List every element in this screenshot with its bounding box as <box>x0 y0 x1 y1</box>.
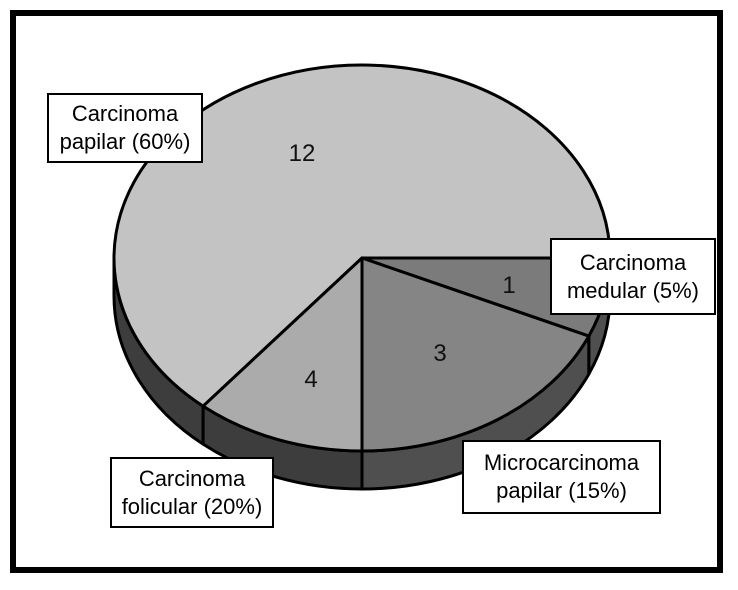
slice-count-label: 1 <box>502 272 515 299</box>
callout-line: papilar (15%) <box>496 478 627 503</box>
callout-carcinoma-folicular: Carcinoma folicular (20%) <box>110 457 274 528</box>
pie-slice-top <box>112 63 612 408</box>
callout-line: Microcarcinoma <box>483 450 640 476</box>
callout-line: medular (5%) <box>566 277 700 303</box>
callout-carcinoma-papilar: Carcinoma papilar (60%) <box>47 93 203 163</box>
slice-count-label: 12 <box>289 140 316 167</box>
callout-line: Carcinoma <box>71 101 179 127</box>
callout-microcarcinoma-papilar: Microcarcinoma papilar (15%) <box>462 440 661 514</box>
figure-frame <box>10 10 723 573</box>
pie-slice-top <box>201 256 364 453</box>
pie-slice-top <box>360 256 591 453</box>
slice-count-label: 4 <box>304 366 317 393</box>
callout-carcinoma-medular: Carcinoma medular (5%) <box>550 238 716 315</box>
callout-line: folicular (20%) <box>121 493 263 519</box>
callout-line: papilar (60%) <box>59 129 191 154</box>
callout-line: Carcinoma <box>138 465 246 491</box>
slice-count-label: 3 <box>433 340 446 367</box>
callout-line: Carcinoma <box>579 249 687 275</box>
